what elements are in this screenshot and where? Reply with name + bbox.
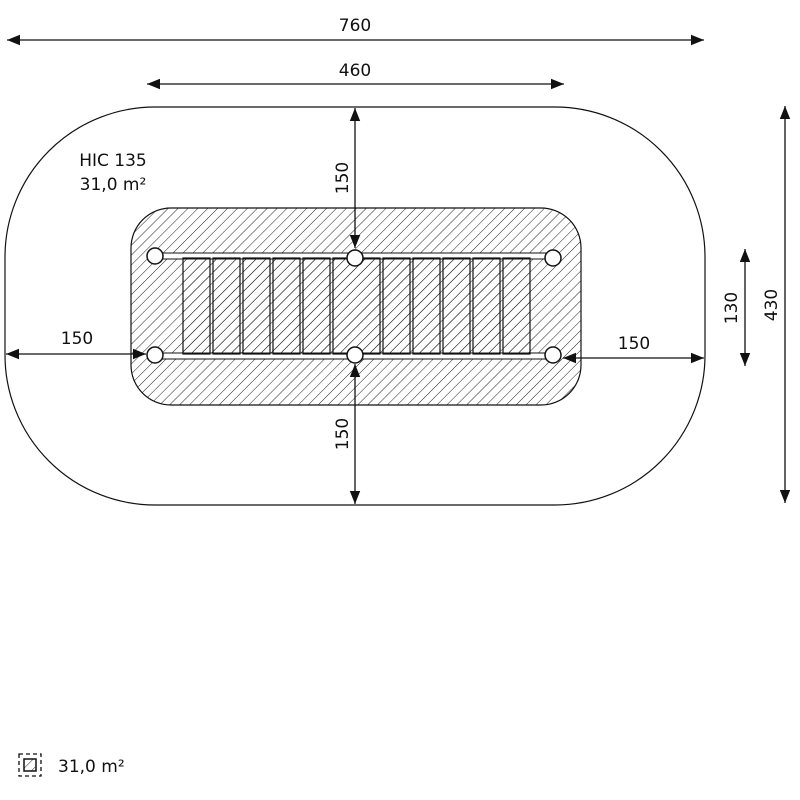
- hatched-area-icon: [18, 753, 42, 777]
- area-label: 31,0 m²: [80, 175, 147, 195]
- dim-label-760: 760: [339, 16, 371, 36]
- dim-label-right-150: 150: [618, 334, 650, 354]
- dim-label-left-150: 150: [61, 329, 93, 349]
- dim-label-top-150: 150: [333, 162, 353, 194]
- legend-area-text: 31,0 m²: [58, 757, 125, 777]
- dim-label-bottom-150: 150: [333, 418, 353, 450]
- posts: [146, 247, 562, 364]
- hic-label: HIC 135: [79, 151, 147, 171]
- dim-label-430: 430: [762, 289, 782, 321]
- dim-label-460: 460: [339, 61, 371, 81]
- safety-zone-outline: [4, 106, 706, 506]
- frame-planks: [182, 257, 531, 355]
- dim-label-130: 130: [722, 292, 742, 324]
